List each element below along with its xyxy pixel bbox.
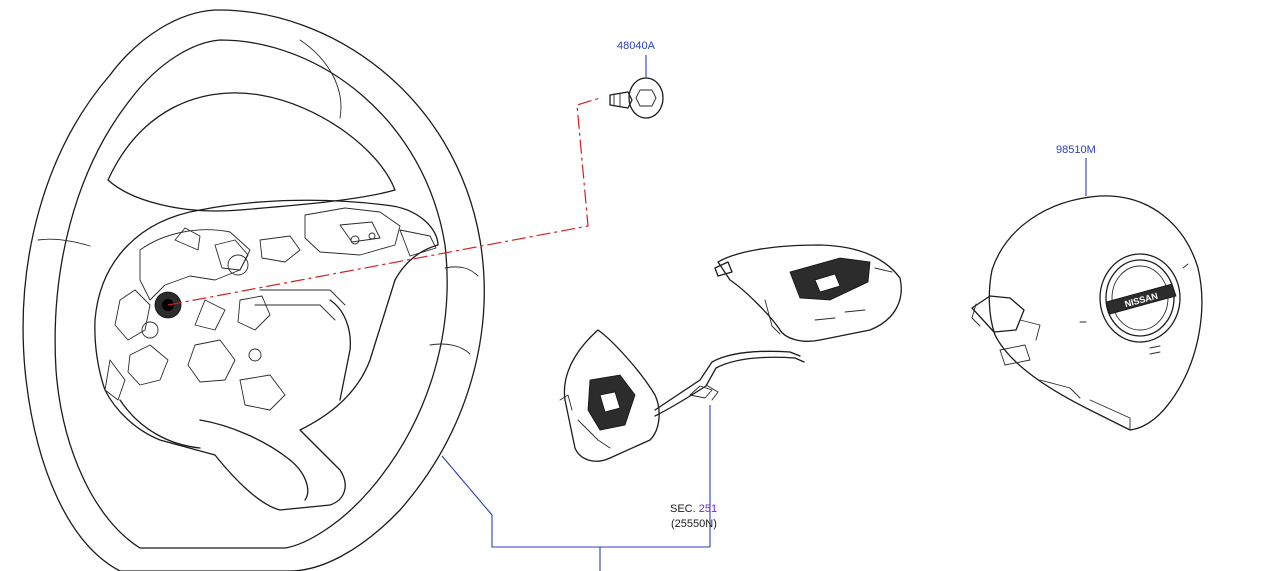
bolt-part [609, 77, 664, 119]
steering-wheel-assembly [22, 9, 485, 571]
section-word-label: SEC. [670, 503, 696, 515]
assembly-centerline [167, 97, 601, 306]
bolt-part-number-label: 48040A [617, 40, 655, 52]
steering-switch-assembly [559, 244, 902, 462]
leader-lines [441, 55, 1087, 571]
airbag-module: NISSAN [971, 195, 1203, 431]
switch-section-callout: SEC. 251 [670, 503, 717, 516]
airbag-part-number-label: 98510M [1056, 144, 1096, 156]
section-number-label: 251 [698, 503, 718, 515]
switch-subpart-number-label: (25550N) [671, 518, 717, 530]
